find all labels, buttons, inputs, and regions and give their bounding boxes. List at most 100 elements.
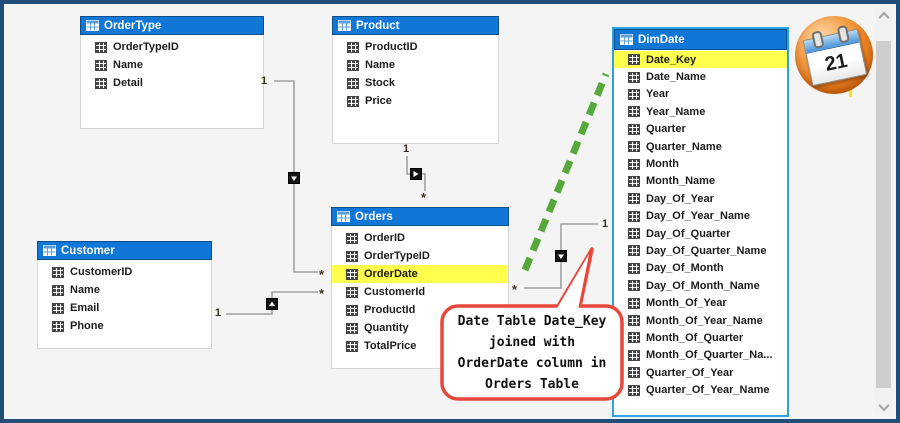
column-row[interactable]: CustomerID	[38, 263, 211, 281]
column-name: CustomerId	[364, 286, 426, 298]
column-row[interactable]: Quarter_Of_Year	[614, 364, 787, 381]
column-row[interactable]: Day_Of_Month	[614, 260, 787, 277]
table-customer[interactable]: Customer CustomerID Name	[37, 241, 212, 349]
column-icon	[347, 95, 359, 107]
column-row[interactable]: Date_Name	[614, 68, 787, 85]
column-row[interactable]: Quarter_Of_Year_Name	[614, 381, 787, 398]
column-row[interactable]: Day_Of_Quarter_Name	[614, 242, 787, 259]
vertical-scrollbar[interactable]	[875, 8, 892, 415]
column-row[interactable]: Year_Name	[614, 103, 787, 120]
column-row[interactable]: Email	[38, 299, 211, 317]
table-customer-header[interactable]: Customer	[37, 241, 212, 260]
table-grid-icon	[338, 20, 351, 31]
column-name: Name	[365, 59, 395, 71]
join-highlight-line	[521, 72, 610, 272]
column-list: ProductID Name Stock	[333, 35, 498, 110]
column-name: Day_Of_Month	[646, 262, 724, 275]
column-icon	[628, 332, 640, 344]
column-row[interactable]: Day_Of_Year_Name	[614, 208, 787, 225]
column-row[interactable]: ProductID	[333, 38, 498, 56]
table-dimdate-header[interactable]: DimDate	[614, 29, 787, 50]
scroll-up-button[interactable]	[875, 8, 892, 24]
column-row[interactable]: Quantity	[332, 319, 508, 337]
column-name: Month_Of_Year	[646, 297, 727, 310]
column-icon	[628, 367, 640, 379]
column-name: Name	[113, 59, 143, 71]
column-row[interactable]: Name	[38, 281, 211, 299]
column-icon	[628, 280, 640, 292]
key-connector-icon[interactable]	[288, 172, 300, 184]
table-grid-icon	[337, 211, 350, 222]
column-icon	[628, 315, 640, 327]
column-row[interactable]: Date_Key	[614, 51, 787, 69]
key-connector-icon[interactable]	[410, 168, 422, 180]
column-row[interactable]: Month_Name	[614, 173, 787, 190]
column-row[interactable]: Name	[81, 56, 263, 74]
column-row[interactable]: Month	[614, 155, 787, 172]
column-name: OrderDate	[364, 268, 418, 280]
column-name: Detail	[113, 77, 143, 89]
column-name: Phone	[70, 320, 104, 332]
column-row[interactable]: Price	[333, 92, 498, 110]
relationship-line-customer-orders[interactable]	[226, 291, 318, 315]
column-name: TotalPrice	[364, 340, 417, 352]
column-name: Name	[70, 284, 100, 296]
relationship-line-ordertype-orders[interactable]	[274, 80, 318, 273]
column-icon	[628, 158, 640, 170]
column-icon	[628, 228, 640, 240]
column-row[interactable]: OrderID	[332, 229, 508, 247]
column-name: Quarter_Name	[646, 140, 722, 153]
column-row[interactable]: Quarter	[614, 121, 787, 138]
column-list: OrderID OrderTypeID OrderDate	[332, 226, 508, 355]
column-row[interactable]: Month_Of_Quarter_Na...	[614, 347, 787, 364]
column-row[interactable]: Day_Of_Year	[614, 190, 787, 207]
column-row[interactable]: Quarter_Name	[614, 138, 787, 155]
column-row[interactable]: Phone	[38, 317, 211, 335]
column-row[interactable]: Stock	[333, 74, 498, 92]
column-name: Stock	[365, 77, 395, 89]
column-row[interactable]: OrderTypeID	[81, 38, 263, 56]
key-connector-icon[interactable]	[266, 298, 278, 310]
column-icon	[628, 210, 640, 222]
relationship-line-dimdate-orders[interactable]	[524, 223, 598, 289]
table-grid-icon	[620, 34, 633, 45]
table-ordertype-header[interactable]: OrderType	[80, 16, 264, 35]
column-icon	[628, 71, 640, 83]
column-name: ProductID	[365, 41, 418, 53]
table-title: Orders	[355, 210, 393, 223]
column-row[interactable]: Detail	[81, 74, 263, 92]
column-row[interactable]: Month_Of_Quarter	[614, 329, 787, 346]
column-icon	[628, 141, 640, 153]
column-name: Quarter_Of_Year	[646, 366, 734, 379]
column-icon	[346, 340, 358, 352]
column-row[interactable]: Day_Of_Quarter	[614, 225, 787, 242]
column-row[interactable]: OrderDate	[332, 265, 508, 283]
column-row[interactable]: Month_Of_Year_Name	[614, 312, 787, 329]
column-row[interactable]: CustomerId	[332, 283, 508, 301]
column-name: Day_Of_Quarter_Name	[646, 244, 767, 257]
table-ordertype[interactable]: OrderType OrderTypeID Name	[80, 16, 264, 129]
column-name: OrderTypeID	[364, 250, 430, 262]
column-row[interactable]: OrderTypeID	[332, 247, 508, 265]
table-title: Product	[356, 19, 400, 32]
table-product-header[interactable]: Product	[332, 16, 499, 35]
column-row[interactable]: Day_Of_Month_Name	[614, 277, 787, 294]
table-dimdate[interactable]: DimDate Date_Key Date_Name	[612, 27, 789, 417]
column-name: Month_Name	[646, 175, 716, 188]
scrollbar-thumb[interactable]	[876, 41, 891, 388]
column-icon	[346, 304, 358, 316]
table-orders-header[interactable]: Orders	[331, 207, 509, 226]
column-icon	[628, 384, 640, 396]
column-row[interactable]: Month_Of_Year	[614, 294, 787, 311]
column-row[interactable]: Name	[333, 56, 498, 74]
key-connector-icon[interactable]	[555, 250, 567, 262]
column-name: Month_Of_Year_Name	[646, 314, 763, 327]
column-name: Quantity	[364, 322, 409, 334]
column-row[interactable]: ProductId	[332, 301, 508, 319]
column-icon	[52, 266, 64, 278]
table-product[interactable]: Product ProductID Name	[332, 16, 499, 144]
relationship-line-product-orders[interactable]	[406, 156, 426, 191]
scroll-down-button[interactable]	[875, 399, 892, 415]
column-row[interactable]: Year	[614, 86, 787, 103]
column-row[interactable]: TotalPrice	[332, 337, 508, 355]
